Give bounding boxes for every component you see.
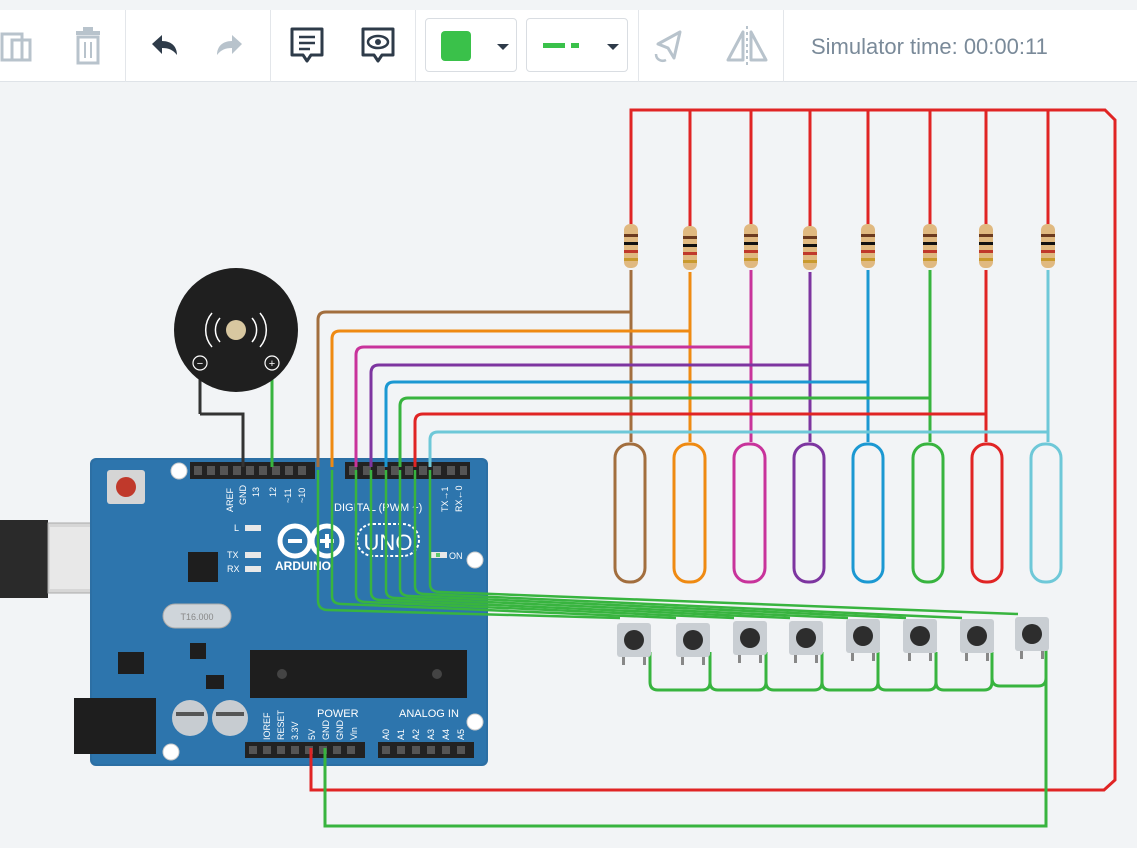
touch-sensor-orange[interactable] [672,442,707,584]
crystal-label: T16.000 [180,612,213,622]
toolbar-separator [125,10,126,82]
chevron-down-icon [607,44,619,50]
undo-icon[interactable] [142,20,182,72]
led-on-label: ON [449,551,463,561]
delete-icon[interactable] [68,20,108,72]
pin-label-5v: 5V [307,729,317,740]
pin-label-a3: A3 [426,729,436,740]
pin-label-3v3: 3.3V [290,721,300,740]
fill-color-dropdown[interactable] [425,18,517,72]
wire-magenta[interactable] [354,270,753,467]
push-button[interactable] [960,619,994,661]
pin-label-a5: A5 [456,729,466,740]
led-rx-label: RX [227,564,240,574]
resistor[interactable] [803,226,817,270]
chevron-down-icon [497,44,509,50]
wire-gnd-bus[interactable] [323,650,1048,828]
wire-cyan[interactable] [428,270,1050,467]
redo-icon[interactable] [212,20,252,72]
pin-label-12: 12 [268,487,278,497]
toolbar: Simulator time: 00:00:11 [0,10,1137,82]
pin-label-10: ~10 [297,488,307,503]
resistor[interactable] [624,224,638,268]
arduino-logo [277,523,420,559]
circuit-canvas[interactable]: T16.000 UNO ARDUINO DIGITAL (PWM ~) L TX… [0,82,1137,843]
resistor[interactable] [1041,224,1055,268]
push-button[interactable] [846,619,880,661]
pin-label-ioref: IOREF [262,712,272,740]
pin-label-tx1: TX→1 [440,486,450,512]
analog-label: ANALOG IN [399,708,459,720]
buzzer-plus-label: + [269,358,275,370]
wire-red[interactable] [413,270,988,467]
wire-green[interactable] [398,270,932,467]
pin-label-11: ~11 [283,488,293,503]
led-l-label: L [234,523,239,533]
touch-sensor-magenta[interactable] [732,442,767,584]
pin-label-a1: A1 [396,729,406,740]
arduino-board[interactable]: T16.000 UNO ARDUINO DIGITAL (PWM ~) L TX… [74,458,488,766]
pin-label-aref: AREF [225,487,235,512]
touch-sensor-red[interactable] [970,442,1004,584]
view-icon[interactable] [357,20,399,72]
touch-sensor-blue[interactable] [851,442,885,584]
touch-sensor-cyan[interactable] [1029,442,1063,584]
brand-label: ARDUINO [275,559,331,573]
pin-label-vin: Vin [349,727,359,740]
push-button[interactable] [733,621,767,663]
circuit-diagram: T16.000 UNO ARDUINO DIGITAL (PWM ~) L TX… [0,108,1117,828]
resistor[interactable] [683,226,697,270]
push-button[interactable] [789,621,823,663]
push-button[interactable] [617,623,651,665]
power-label: POWER [317,708,359,720]
line-style-dropdown[interactable] [526,18,628,72]
toolbar-separator [270,10,271,82]
toolbar-separator [415,10,416,82]
push-button[interactable] [903,619,937,661]
wire-brown[interactable] [316,270,633,467]
piezo-buzzer[interactable]: − + [174,268,298,467]
toolbar-separator [783,10,784,82]
touch-sensor-brown[interactable] [613,442,647,584]
resistor[interactable] [861,224,875,268]
pin-label-a4: A4 [441,729,451,740]
touch-sensor-purple[interactable] [792,442,826,584]
push-button[interactable] [676,623,710,665]
line-style-icon [543,43,579,48]
touch-sensor-green[interactable] [911,442,945,584]
wire-purple[interactable] [369,272,812,467]
resistor[interactable] [979,224,993,268]
reset-button[interactable] [107,470,145,504]
simulator-time: Simulator time: 00:00:11 [811,34,1048,59]
buzzer-minus-label: − [197,358,203,370]
wire-blue[interactable] [384,270,870,467]
pin-label-a2: A2 [411,729,421,740]
notes-icon[interactable] [286,20,328,72]
pin-label-gnd-2: GND [335,720,345,741]
color-swatch-icon [441,31,471,61]
wire-button-bundle[interactable] [316,470,1019,620]
toolbar-separator [638,10,639,82]
pin-label-13: 13 [251,487,261,497]
wire-orange[interactable] [330,272,692,467]
flip-icon[interactable] [724,20,770,72]
pin-label-gnd-1: GND [321,720,331,741]
pin-label-gnd: GND [238,485,248,506]
digital-label: DIGITAL (PWM ~) [334,502,422,514]
wire-5v-bus[interactable] [309,108,1117,792]
resistor[interactable] [923,224,937,268]
paste-icon[interactable] [0,20,40,72]
push-button[interactable] [1015,617,1049,659]
resistor[interactable] [744,224,758,268]
led-tx-label: TX [227,550,239,560]
pin-label-rx0: RX←0 [454,485,464,512]
rotate-icon[interactable] [650,20,690,72]
pin-label-a0: A0 [381,729,391,740]
pin-label-reset: RESET [276,709,286,740]
